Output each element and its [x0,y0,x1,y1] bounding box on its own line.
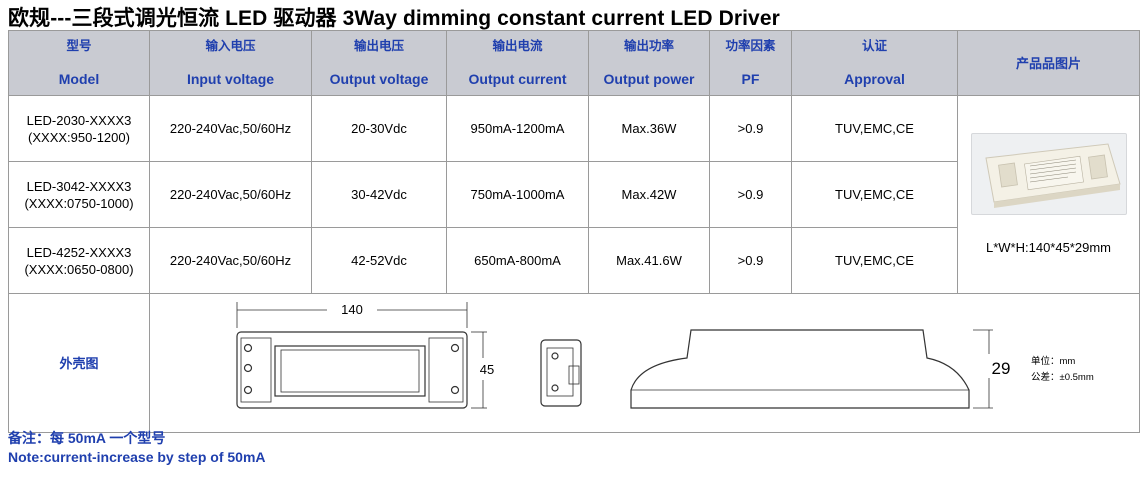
dim-length: 140 [341,302,363,317]
cell-output-voltage: 20-30Vdc [311,95,447,162]
cell-input: 220-240Vac,50/60Hz [149,95,312,162]
cell-pf: >0.9 [709,95,792,162]
cell-model: LED-4252-XXXX3(XXXX:0650-0800) [8,227,150,294]
page-title: 欧规---三段式调光恒流 LED 驱动器 3Way dimming consta… [8,7,780,30]
cell-pf: >0.9 [709,227,792,294]
cell-approval: TUV,EMC,CE [791,161,958,228]
notes: 备注：每 50mA 一个型号 Note:current-increase by … [8,429,266,467]
cell-output-current: 750mA-1000mA [446,161,589,228]
cell-power: Max.41.6W [588,227,710,294]
shell-drawing-cell: 140 45 29 单位：mm 公差：±0.5mm [149,293,1140,433]
cell-approval: TUV,EMC,CE [791,227,958,294]
cell-output-current: 650mA-800mA [446,227,589,294]
cell-power: Max.36W [588,95,710,162]
drawing-unit: 单位：mm [1031,355,1075,367]
product-dimensions: L*W*H:140*45*29mm [985,240,1111,255]
drawing-tolerance: 公差：±0.5mm [1031,371,1094,383]
shell-drawing: 140 45 29 单位：mm 公差：±0.5mm [235,302,1094,409]
cell-output-voltage: 42-52Vdc [311,227,447,294]
cell-input: 220-240Vac,50/60Hz [149,227,312,294]
product-photo [970,133,1127,215]
cell-pf: >0.9 [709,161,792,228]
dim-width: 45 [479,362,493,377]
shell-drawing-row: 外壳图 [8,293,1140,433]
cell-model: LED-2030-XXXX3(XXXX:950-1200) [8,95,150,162]
cell-input: 220-240Vac,50/60Hz [149,161,312,228]
cell-power: Max.42W [588,161,710,228]
table-row: LED-4252-XXXX3(XXXX:0650-0800) 220-240Va… [8,227,1140,294]
note-en: Note:current-increase by step of 50mA [8,449,266,465]
cell-output-voltage: 30-42Vdc [311,161,447,228]
cell-approval: TUV,EMC,CE [791,95,958,162]
table-row: LED-2030-XXXX3(XXXX:950-1200) 220-240Vac… [8,95,1140,294]
cell-model: LED-3042-XXXX3(XXXX:0750-1000) [8,161,150,228]
product-photo-cell: L*W*H:140*45*29mm [957,95,1140,294]
dim-height: 29 [991,359,1010,378]
header-product-photo: 产品品图片 [957,30,1140,96]
cell-output-current: 950mA-1200mA [446,95,589,162]
note-cn: 备注：每 50mA 一个型号 [8,430,166,446]
shell-drawing-label: 外壳图 [8,293,150,433]
